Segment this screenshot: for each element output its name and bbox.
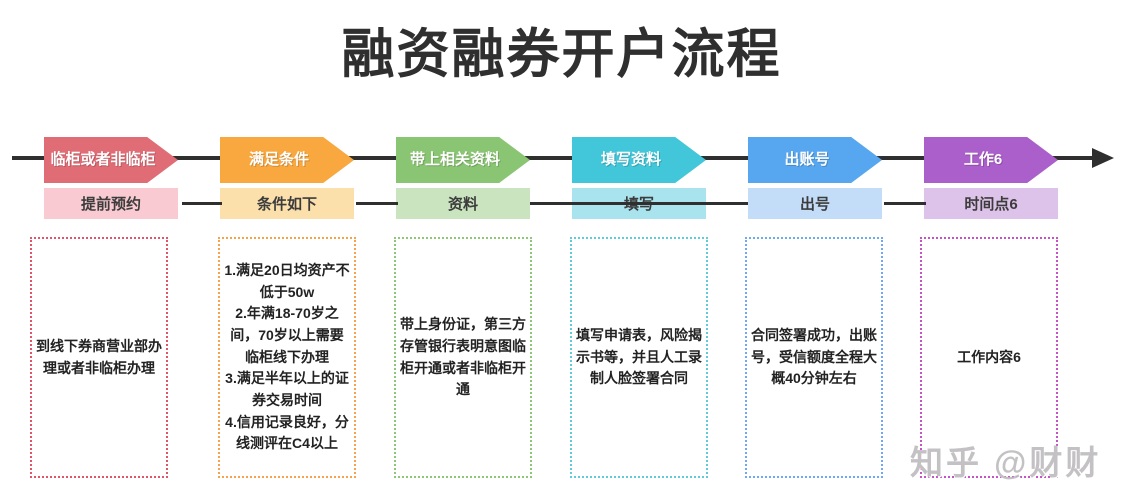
step-sub-label: 条件如下	[220, 188, 354, 219]
step-arrow-label: 满足条件	[248, 151, 309, 169]
step-arrow: 工作6	[924, 137, 1058, 183]
step-detail-text: 到线下券商营业部办理或者非临柜办理	[36, 337, 162, 376]
watermark-text: 知乎 @财财	[910, 444, 1102, 481]
step-arrow: 临柜或者非临柜	[44, 137, 178, 183]
sub-row-connector-line	[356, 202, 398, 205]
sub-row-connector-line	[182, 202, 222, 205]
main-flow-line	[12, 156, 1096, 160]
step-sub-label: 资料	[396, 188, 530, 219]
step-detail-text: 1.满足20日均资产不低于50w 2.年满18-70岁之间，70岁以上需要临柜线…	[224, 261, 350, 452]
step-arrow: 填写资料	[572, 137, 706, 183]
step-sub-label: 出号	[748, 188, 882, 219]
step-arrow: 满足条件	[220, 137, 354, 183]
step-detail-box: 工作内容6	[920, 237, 1058, 478]
step-detail-text: 带上身份证，第三方存管银行表明意图临柜开通或者非临柜开通	[400, 316, 526, 398]
step-detail-box: 到线下券商营业部办理或者非临柜办理	[30, 237, 168, 478]
step-detail-box: 带上身份证，第三方存管银行表明意图临柜开通或者非临柜开通	[394, 237, 532, 478]
step-arrow-label: 带上相关资料	[409, 151, 500, 169]
step-arrow: 带上相关资料	[396, 137, 530, 183]
step-arrow-label: 出账号	[784, 151, 830, 169]
step-detail-text: 填写申请表，风险揭示书等，并且人工录制人脸签署合同	[576, 326, 702, 387]
step-sub-label: 时间点6	[924, 188, 1058, 219]
step-detail-text: 工作内容6	[957, 348, 1021, 365]
step-arrow-label: 工作6	[963, 151, 1003, 169]
step-arrow-label: 填写资料	[600, 151, 661, 169]
sub-row-connector-line	[884, 202, 926, 205]
flow-arrowhead-icon	[1092, 148, 1114, 168]
step-detail-text: 合同签署成功，出账号，受信额度全程大概40分钟左右	[751, 326, 877, 387]
step-sub-label: 提前预约	[44, 188, 178, 219]
page-title: 融资融券开户流程	[341, 25, 782, 84]
step-arrow-label: 临柜或者非临柜	[50, 151, 156, 169]
step-detail-box: 1.满足20日均资产不低于50w 2.年满18-70岁之间，70岁以上需要临柜线…	[218, 237, 356, 478]
step-arrow: 出账号	[748, 137, 882, 183]
step-detail-box: 合同签署成功，出账号，受信额度全程大概40分钟左右	[745, 237, 883, 478]
sub-row-connector-line	[530, 202, 748, 205]
step-detail-box: 填写申请表，风险揭示书等，并且人工录制人脸签署合同	[570, 237, 708, 478]
